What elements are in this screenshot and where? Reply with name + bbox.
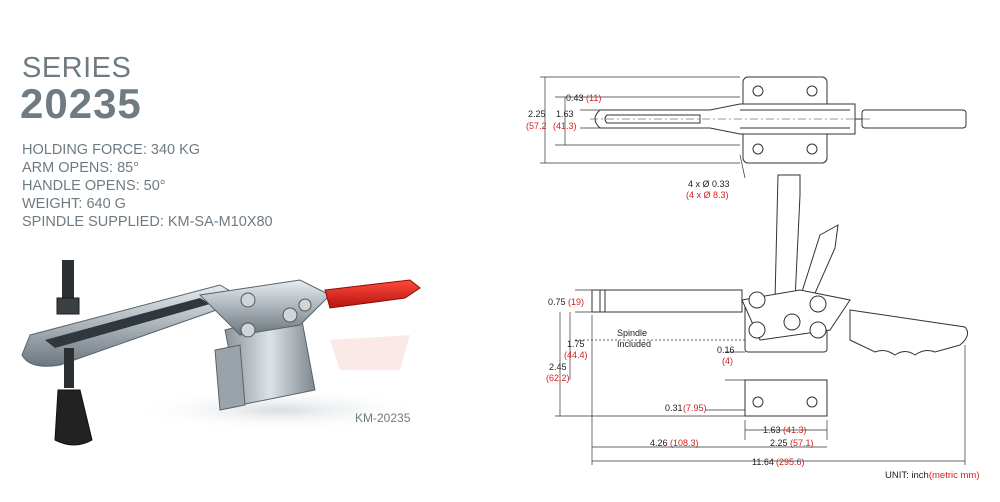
dim-0.31: 0.31 <box>665 403 683 413</box>
dim-44.4mm: (44.4) <box>564 350 588 360</box>
red-handle <box>324 279 421 309</box>
dim-4.26: 4.26 <box>650 438 668 448</box>
handle-grip-side <box>849 309 969 356</box>
dim-57.1mm: (57.1) <box>790 438 814 448</box>
spindle-label: Spindle <box>617 328 647 338</box>
arm-side <box>591 289 743 313</box>
spec-handle-opens: HANDLE OPENS: 50° <box>22 178 166 194</box>
top-view <box>590 76 967 164</box>
side-view <box>591 174 969 417</box>
mount-hole <box>752 143 764 155</box>
spec-list: HOLDING FORCE: 340 KG ARM OPENS: 85° HAN… <box>22 141 273 231</box>
floor-shadow <box>130 388 430 432</box>
clamp-linkage <box>198 279 331 336</box>
unit-note: UNIT: inch(metric mm) <box>885 470 979 481</box>
handle-open-outline <box>774 174 801 301</box>
dim-295.6mm: (295.6) <box>776 457 805 467</box>
dim-0.16: 0.16 <box>717 345 735 355</box>
dim-41.3mm-bottom: (41.3) <box>783 425 807 435</box>
dim-7.95mm: (7.95) <box>683 403 707 413</box>
dim-0.75: 0.75 <box>548 297 566 307</box>
top-view-dimensions <box>540 76 746 179</box>
spindle-included-label: Included <box>617 339 651 349</box>
model-number: 20235 <box>20 80 142 127</box>
dim-108.3mm: (108.3) <box>670 438 699 448</box>
dim-hole-size: 4 x Ø 0.33 <box>688 179 730 189</box>
product-photo <box>21 260 430 446</box>
dim-1.63-bottom: 1.63 <box>763 425 781 435</box>
dim-2.45: 2.45 <box>549 362 567 372</box>
dim-11.64: 11.64 <box>752 457 774 467</box>
series-label: SERIES <box>22 52 132 84</box>
spindle-bolt <box>62 260 74 308</box>
spec-spindle: SPINDLE SUPPLIED: KM-SA-M10X80 <box>22 214 273 230</box>
unit-metric: (metric mm) <box>928 470 980 481</box>
mount-hole <box>752 85 764 97</box>
dim-1.63: 1.63 <box>556 109 574 119</box>
product-info-panel: SERIES 20235 HOLDING FORCE: 340 KG ARM O… <box>0 0 470 502</box>
photo-caption: KM-20235 <box>355 411 411 425</box>
mount-hole <box>806 143 818 155</box>
unit-inch: UNIT: inch <box>885 470 929 481</box>
dim-0.43: 0.43 <box>566 93 584 103</box>
dim-62.2mm: (62.2) <box>546 373 570 383</box>
spec-arm-opens: ARM OPENS: 85° <box>22 160 139 176</box>
side-view-dimensions <box>555 289 966 465</box>
spec-holding-force: HOLDING FORCE: 340 KG <box>22 142 201 158</box>
dim-57.2mm: (57.2 <box>526 121 547 131</box>
dim-2.25: 2.25 <box>528 109 546 119</box>
spec-weight: WEIGHT: 640 G <box>22 196 126 212</box>
dim-hole-size-mm: (4 x Ø 8.3) <box>686 190 729 200</box>
handle-top <box>861 109 967 129</box>
dim-41.3mm: (41.3) <box>553 121 577 131</box>
spindle-rubber-tip <box>54 389 93 446</box>
dim-4mm: (4) <box>722 356 733 366</box>
dim-19mm: (19) <box>568 297 584 307</box>
dim-1.75: 1.75 <box>567 339 585 349</box>
dim-2.25-bottom: 2.25 <box>770 438 788 448</box>
mount-hole <box>806 85 818 97</box>
dim-11mm: (11) <box>586 93 601 103</box>
